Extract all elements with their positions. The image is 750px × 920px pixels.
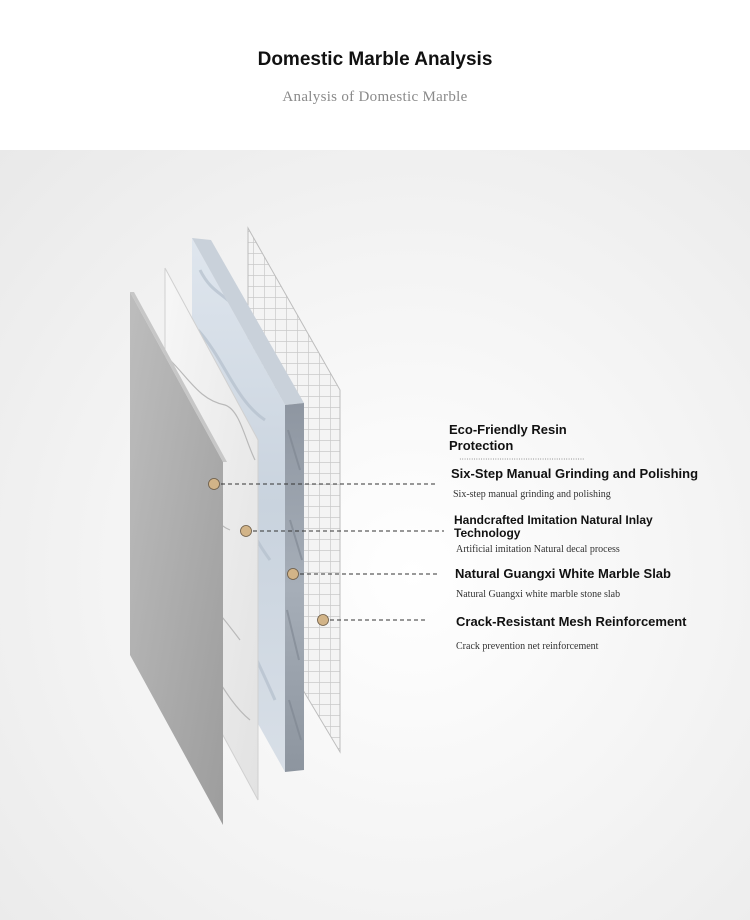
page-title: Domestic Marble Analysis xyxy=(257,49,493,70)
marker-dot xyxy=(287,568,299,580)
layer-sublabel-six-step: Six-step manual grinding and polishing xyxy=(453,489,611,500)
layer-label-mesh: Crack-Resistant Mesh Reinforcement xyxy=(456,614,687,629)
layer-label-slab: Natural Guangxi White Marble Slab xyxy=(455,566,671,581)
layer-sublabel-inlay: Artificial imitation Natural decal proce… xyxy=(456,544,620,555)
resin-protection-layer xyxy=(130,292,227,825)
marker-dot xyxy=(208,478,220,490)
marker-dot xyxy=(240,525,252,537)
layer-sublabel-slab: Natural Guangxi white marble stone slab xyxy=(456,589,621,600)
layer-label-inlay: Handcrafted Imitation Natural Inlay Tech… xyxy=(454,513,653,540)
diagram-background xyxy=(0,150,750,920)
layer-sublabel-mesh: Crack prevention net reinforcement xyxy=(456,641,599,652)
callout-mesh xyxy=(317,614,428,626)
layer-label-six-step: Six-Step Manual Grinding and Polishing xyxy=(451,466,699,481)
marker-dot xyxy=(317,614,329,626)
callout-six-step xyxy=(208,478,438,490)
page-subtitle: Analysis of Domestic Marble xyxy=(282,89,468,105)
layer-sublabel-resin-garbled: ········································… xyxy=(459,455,585,464)
header: Domestic Marble Analysis Analysis of Dom… xyxy=(0,0,750,150)
callout-slab xyxy=(287,568,440,580)
layer-label-resin: Eco-Friendly Resin Protection xyxy=(449,422,567,453)
callout-inlay xyxy=(240,525,444,537)
